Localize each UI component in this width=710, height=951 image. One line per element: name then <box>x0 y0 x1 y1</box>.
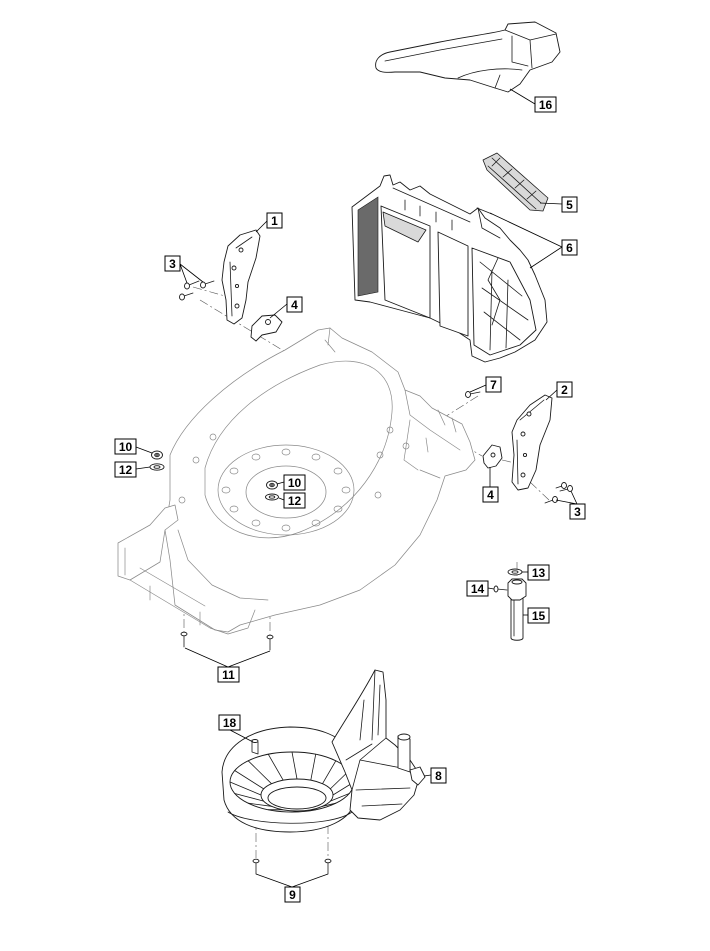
callout-16: 16 <box>534 96 557 113</box>
callout-label: 3 <box>169 257 176 271</box>
callout-12-center: 12 <box>283 492 306 509</box>
callout-8: 8 <box>430 767 447 784</box>
callout-label: 9 <box>289 888 296 902</box>
callout-label: 14 <box>471 582 485 596</box>
callout-10-left: 10 <box>114 438 137 455</box>
part-14-screw <box>493 585 508 593</box>
part-16-handle-grip <box>375 21 561 93</box>
callout-label: 4 <box>291 298 298 312</box>
callout-2: 2 <box>556 381 573 398</box>
callout-label: 13 <box>532 566 546 580</box>
callout-12-left: 12 <box>114 461 137 478</box>
callout-3-upper: 3 <box>164 255 181 272</box>
callout-label: 16 <box>539 98 553 112</box>
callout-15: 15 <box>527 607 550 624</box>
callout-label: 18 <box>223 716 237 730</box>
callout-6: 6 <box>561 239 578 256</box>
callout-label: 3 <box>574 505 581 519</box>
callout-label: 12 <box>288 494 302 508</box>
callout-label: 10 <box>288 476 302 490</box>
part-10-nut-left <box>151 450 163 460</box>
callout-label: 8 <box>435 769 442 783</box>
callout-7: 7 <box>485 376 502 393</box>
callout-label: 4 <box>487 488 494 502</box>
leader-lines <box>135 88 578 888</box>
callout-label: 1 <box>271 214 278 228</box>
mower-deck <box>117 327 476 635</box>
part-10-nut-center <box>266 480 278 490</box>
callout-label: 10 <box>119 440 133 454</box>
part-5-cover-plate <box>482 152 549 212</box>
callout-4-upper: 4 <box>286 296 303 313</box>
callout-label: 2 <box>561 383 568 397</box>
callout-1: 1 <box>266 212 283 229</box>
callout-label: 6 <box>566 241 573 255</box>
part-3-screws-upper <box>179 280 215 301</box>
part-12-washer-left <box>149 463 165 471</box>
part-3-screws-lower <box>544 482 573 504</box>
callout-11: 11 <box>217 666 240 683</box>
part-9-screws <box>252 858 332 875</box>
callout-5: 5 <box>561 196 578 213</box>
part-8-clip <box>409 766 426 786</box>
callout-label: 5 <box>566 198 573 212</box>
callout-18: 18 <box>218 714 241 731</box>
part-2-right-bracket <box>511 394 553 491</box>
part-1-left-bracket <box>221 229 261 325</box>
part-18-mulch-bowl <box>221 726 356 833</box>
grass-deflector <box>331 669 421 821</box>
part-6-rear-housing <box>351 174 548 363</box>
part-11-bolts <box>180 631 274 651</box>
callout-label: 11 <box>222 668 235 682</box>
part-15-shaft <box>507 578 527 641</box>
part-13-washer <box>507 568 523 576</box>
callout-label: 7 <box>490 378 497 392</box>
part-4-small-bracket-upper <box>250 314 283 342</box>
part-12-washer-center <box>265 493 279 501</box>
part-4-small-bracket-lower <box>482 444 503 469</box>
part-7-screw <box>465 391 481 398</box>
callout-4-lower: 4 <box>482 486 499 503</box>
callout-9: 9 <box>284 886 301 903</box>
callout-10-center: 10 <box>283 474 306 491</box>
callout-label: 15 <box>532 609 546 623</box>
callout-label: 12 <box>119 463 133 477</box>
callout-14: 14 <box>466 580 489 597</box>
callout-3-lower: 3 <box>569 503 586 520</box>
callout-13: 13 <box>527 564 550 581</box>
